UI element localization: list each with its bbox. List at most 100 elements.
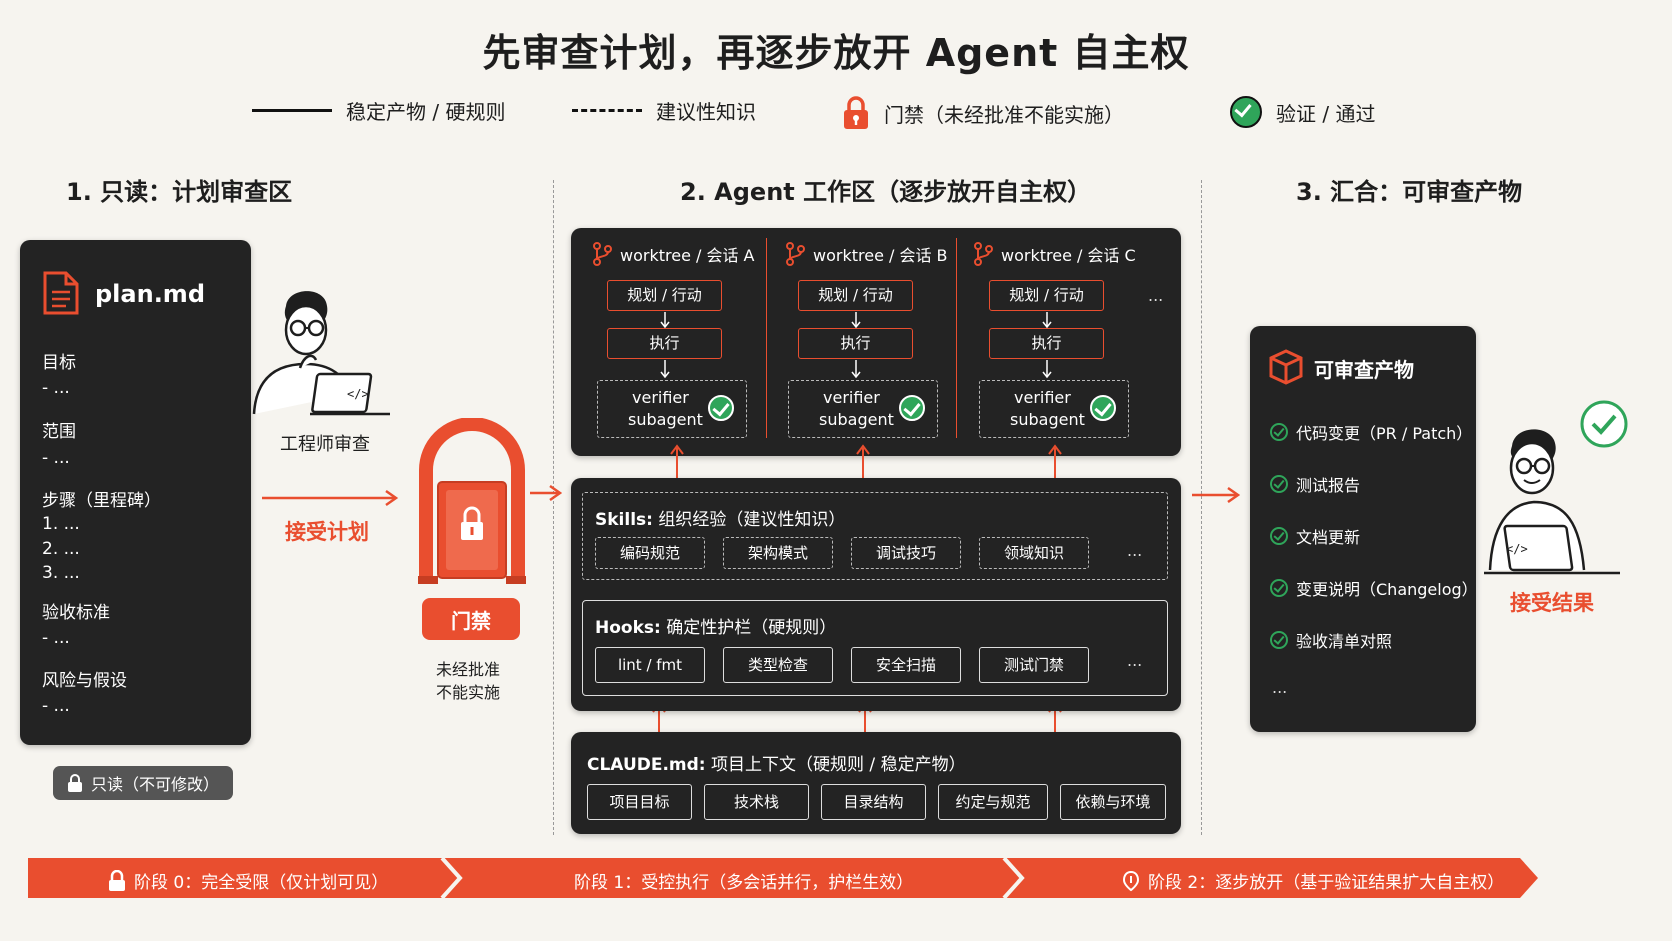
artifact-item: 文档更新 bbox=[1270, 524, 1360, 548]
execute-box: 执行 bbox=[607, 328, 722, 359]
artifact-item: 变更说明（Changelog） bbox=[1270, 576, 1478, 600]
artifact-label: 验收清单对照 bbox=[1296, 632, 1393, 651]
verifier-line1: verifier bbox=[823, 388, 880, 407]
plan-action-box: 规划 / 行动 bbox=[607, 280, 722, 311]
accept-result-label: 接受结果 bbox=[1510, 591, 1594, 615]
document-icon bbox=[43, 271, 79, 315]
stage-1: 阶段 1：受控执行（多会话并行，护栏生效） bbox=[574, 868, 913, 893]
artifacts-title: 可审查产物 bbox=[1314, 358, 1414, 382]
artifacts-panel: 可审查产物 bbox=[1250, 326, 1476, 732]
gate-note-line1: 未经批准 bbox=[436, 660, 501, 679]
check-icon bbox=[1230, 96, 1262, 128]
lock-icon bbox=[109, 869, 125, 891]
skills-hooks-panel bbox=[571, 478, 1181, 711]
section-title-agent: 2. Agent 工作区（逐步放开自主权） bbox=[680, 178, 1092, 206]
artifact-label: 文档更新 bbox=[1296, 528, 1361, 547]
artifact-item: 代码变更（PR / Patch） bbox=[1270, 420, 1472, 444]
git-branch-icon bbox=[786, 242, 805, 266]
plan-item: 步骤（里程碑） bbox=[42, 491, 161, 511]
divider bbox=[956, 238, 957, 438]
plan-item: 验收标准 bbox=[42, 603, 110, 623]
artifact-label: 变更说明（Changelog） bbox=[1296, 580, 1478, 599]
hook-item: lint / fmt bbox=[595, 647, 705, 683]
artifact-item: 测试报告 bbox=[1270, 472, 1360, 496]
more-ellipsis: ... bbox=[1272, 678, 1288, 697]
legend-lock-label: 门禁（未经批准不能实施） bbox=[884, 102, 1124, 127]
plan-item: 目标 bbox=[42, 353, 76, 373]
skill-item: 编码规范 bbox=[595, 537, 705, 569]
plan-item: 风险与假设 bbox=[42, 671, 127, 691]
check-circle-icon bbox=[1270, 423, 1288, 441]
check-icon bbox=[899, 395, 925, 421]
claude-item: 项目目标 bbox=[587, 784, 692, 820]
verifier-line2: subagent bbox=[819, 410, 894, 429]
skill-item: 领域知识 bbox=[979, 537, 1089, 569]
gate-label: 门禁 bbox=[422, 598, 520, 640]
artifact-label: 代码变更（PR / Patch） bbox=[1296, 424, 1473, 443]
arrow-right-icon bbox=[530, 484, 562, 502]
stage-0-label: 阶段 0：完全受限（仅计划可见） bbox=[134, 873, 389, 893]
more-ellipsis: ... bbox=[1127, 651, 1143, 670]
divider bbox=[766, 238, 767, 438]
worktree-name: worktree / 会话 C bbox=[1001, 246, 1136, 265]
gate-icon bbox=[418, 418, 526, 584]
verifier-line1: verifier bbox=[632, 388, 689, 407]
check-icon bbox=[1090, 395, 1116, 421]
check-circle-icon bbox=[1270, 475, 1288, 493]
section-title-readonly: 1. 只读：计划审查区 bbox=[66, 178, 293, 206]
claude-item: 技术栈 bbox=[704, 784, 809, 820]
claude-title: CLAUDE.md: 项目上下文（硬规则 / 稳定产物） bbox=[587, 750, 966, 775]
plan-item: 2. ... bbox=[42, 539, 80, 559]
verifier-box: verifier subagent bbox=[788, 380, 938, 438]
legend-dashed-label: 建议性知识 bbox=[656, 100, 756, 124]
hook-item: 安全扫描 bbox=[851, 647, 961, 683]
legend-solid-label: 稳定产物 / 硬规则 bbox=[346, 100, 506, 124]
engineer-icon: </> bbox=[252, 291, 390, 416]
solid-line-icon bbox=[252, 109, 332, 112]
shield-icon bbox=[1122, 870, 1140, 891]
worktree-name: worktree / 会话 A bbox=[620, 246, 755, 265]
plan-panel: plan.md 目标 - ... 范围 - ... 步骤（里程碑） 1. ...… bbox=[20, 240, 251, 745]
claude-item: 目录结构 bbox=[821, 784, 926, 820]
worktree-panel bbox=[571, 228, 1181, 456]
divider bbox=[1201, 180, 1202, 835]
gate-note-line2: 不能实施 bbox=[436, 683, 501, 702]
verifier-box: verifier subagent bbox=[597, 380, 747, 438]
execute-box: 执行 bbox=[989, 328, 1104, 359]
skill-item: 调试技巧 bbox=[851, 537, 961, 569]
legend-solid: 稳定产物 / 硬规则 bbox=[252, 96, 505, 125]
hook-item: 类型检查 bbox=[723, 647, 833, 683]
legend-dashed: 建议性知识 bbox=[572, 96, 756, 125]
divider bbox=[553, 180, 554, 835]
lock-icon bbox=[844, 96, 868, 129]
flow-arrows bbox=[660, 312, 1052, 379]
execute-box: 执行 bbox=[798, 328, 913, 359]
git-branch-icon bbox=[593, 242, 612, 266]
verifier-line1: verifier bbox=[1014, 388, 1071, 407]
claude-title-strong: CLAUDE.md: bbox=[587, 755, 706, 775]
reviewer-icon: </> bbox=[1484, 400, 1628, 575]
skills-box: Skills: 组织经验（建议性知识） 编码规范 架构模式 调试技巧 领域知识 … bbox=[582, 492, 1168, 580]
plan-item: 1. ... bbox=[42, 514, 80, 534]
hook-item: 测试门禁 bbox=[979, 647, 1089, 683]
page-title: 先审查计划，再逐步放开 Agent 自主权 bbox=[482, 31, 1190, 75]
check-circle-icon bbox=[1270, 579, 1288, 597]
arrow-right-icon bbox=[1192, 486, 1240, 504]
check-circle-icon bbox=[1270, 527, 1288, 545]
hooks-title-strong: Hooks: bbox=[595, 618, 661, 638]
stage-2-label: 阶段 2：逐步放开（基于验证结果扩大自主权） bbox=[1148, 873, 1505, 893]
skills-title: Skills: 组织经验（建议性知识） bbox=[595, 505, 845, 530]
plan-action-box: 规划 / 行动 bbox=[798, 280, 913, 311]
plan-item: - ... bbox=[42, 378, 70, 398]
svg-text:</>: </> bbox=[347, 387, 369, 401]
hooks-title-rest: 确定性护栏（硬规则） bbox=[666, 618, 837, 638]
plan-item: - ... bbox=[42, 628, 70, 648]
artifact-item: 验收清单对照 bbox=[1270, 628, 1392, 652]
stage-2: 阶段 2：逐步放开（基于验证结果扩大自主权） bbox=[1122, 868, 1504, 893]
check-circle-icon bbox=[1270, 631, 1288, 649]
legend-check: 验证 / 通过 bbox=[1230, 96, 1375, 128]
readonly-label: 只读（不可修改） bbox=[91, 775, 220, 794]
skill-item: 架构模式 bbox=[723, 537, 833, 569]
verifier-line2: subagent bbox=[1010, 410, 1085, 429]
plan-item: 3. ... bbox=[42, 563, 80, 583]
